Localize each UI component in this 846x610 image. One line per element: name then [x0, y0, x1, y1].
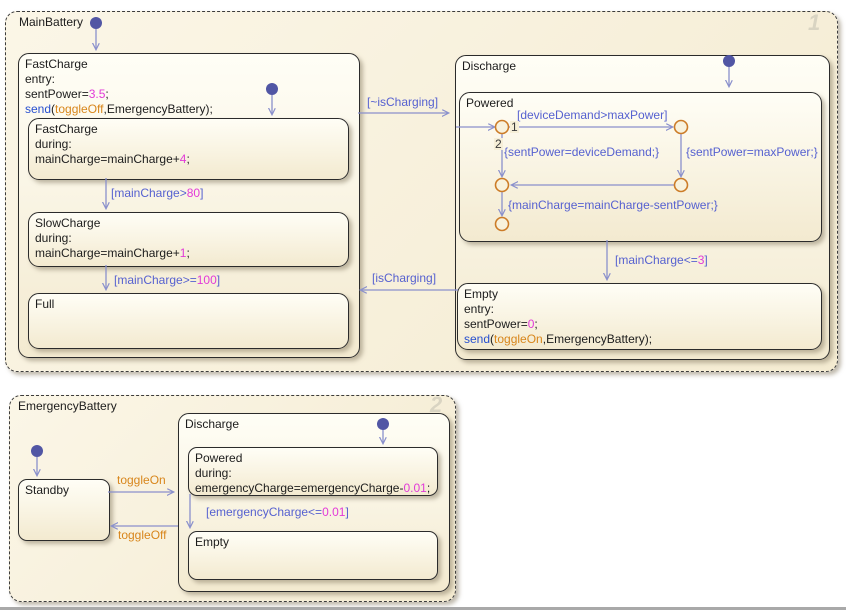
state-fastcharge-sub-actions: during: mainCharge=mainCharge+4; [29, 136, 348, 167]
code-text: ; [105, 87, 109, 101]
code-text: ( [51, 102, 56, 116]
transition-label-maincharge-gt-80[interactable]: [mainCharge>80] [111, 187, 203, 200]
transition-label-sentpower-devicedemand[interactable]: {sentPower=deviceDemand;} [504, 145, 660, 159]
code-text: emergencyCharge=emergencyCharge- [195, 481, 404, 495]
code-text: ; [186, 246, 190, 260]
state-powered-emergency-title: Powered [195, 451, 243, 465]
entry-keyword: entry: [464, 302, 495, 316]
state-empty-emergency-title: Empty [195, 535, 230, 549]
send-keyword: send [25, 102, 52, 116]
state-fastcharge-title: FastCharge [25, 57, 88, 71]
state-fastcharge-actions: entry: sentPower=3.5; send(toggleOff,Eme… [19, 71, 359, 117]
during-keyword: during: [35, 231, 72, 245]
transition-label-maincharge-le-3[interactable]: [mainCharge<=3] [615, 254, 708, 267]
label-number: 0.01 [322, 505, 346, 519]
transition-label-devicedemand[interactable]: [deviceDemand>maxPower] [517, 108, 668, 122]
label-text: [mainCharge> [111, 186, 187, 200]
event-name: toggleOn [494, 332, 543, 346]
code-text: mainCharge=mainCharge+ [35, 152, 180, 166]
code-number: 1 [179, 246, 187, 260]
transition-label-not-ischarging[interactable]: [~isCharging] [367, 95, 439, 109]
state-standby[interactable]: Standby [18, 479, 110, 541]
state-empty-actions: entry: sentPower=0; send(toggleOn,Emerge… [458, 301, 821, 347]
label-text: [mainCharge>= [114, 273, 197, 287]
code-text: ,EmergencyBattery); [542, 332, 653, 346]
state-emergencybattery-order-badge: 2 [430, 392, 443, 417]
label-text: ] [704, 253, 708, 267]
state-powered-title: Powered [466, 96, 514, 110]
transition-label-toggleoff[interactable]: toggleOff [118, 528, 167, 542]
code-text: ( [490, 332, 495, 346]
state-empty[interactable]: Empty entry: sentPower=0; send(toggleOn,… [457, 283, 822, 350]
code-text: ; [426, 481, 431, 495]
state-powered-emergency-actions: during: emergencyCharge=emergencyCharge-… [189, 465, 437, 496]
code-number: 4 [179, 152, 187, 166]
state-powered[interactable]: Powered [459, 92, 822, 242]
code-text: sentPower= [464, 317, 528, 331]
transition-label-maincharge-sentpower[interactable]: {mainCharge=mainCharge-sentPower;} [508, 198, 718, 212]
state-emergencybattery-title: EmergencyBattery [18, 399, 117, 413]
code-text: ; [186, 152, 190, 166]
state-standby-title: Standby [25, 483, 70, 497]
code-text: sentPower= [25, 87, 89, 101]
code-number: 3.5 [88, 87, 106, 101]
state-empty-title: Empty [464, 287, 499, 301]
state-discharge-emergency-title: Discharge [185, 417, 240, 431]
canvas-bottom-edge [0, 607, 846, 610]
state-powered-emergency[interactable]: Powered during: emergencyCharge=emergenc… [188, 447, 438, 496]
transition-label-sentpower-maxpower[interactable]: {sentPower=maxPower;} [686, 145, 818, 159]
label-number: 3 [697, 253, 705, 267]
during-keyword: during: [35, 137, 72, 151]
label-text: ] [345, 505, 349, 519]
state-mainbattery-title: MainBattery [19, 15, 84, 29]
state-full[interactable]: Full [28, 293, 349, 349]
label-text: [mainCharge<= [615, 253, 698, 267]
state-mainbattery-order-badge: 1 [808, 10, 821, 35]
state-empty-emergency[interactable]: Empty [188, 531, 438, 580]
state-slowcharge-actions: during: mainCharge=mainCharge+1; [29, 230, 348, 261]
state-slowcharge[interactable]: SlowCharge during: mainCharge=mainCharge… [28, 212, 349, 267]
code-number: 0.01 [403, 481, 427, 495]
entry-keyword: entry: [25, 72, 56, 86]
state-slowcharge-title: SlowCharge [35, 216, 101, 230]
junction1-order-label: 1 [510, 120, 519, 134]
send-keyword: send [464, 332, 491, 346]
transition-label-emergencycharge[interactable]: [emergencyCharge<=0.01] [206, 506, 349, 519]
code-text: ,EmergencyBattery); [103, 102, 213, 116]
transition-label-ischarging[interactable]: [isCharging] [372, 271, 437, 285]
state-full-title: Full [35, 297, 55, 311]
state-fastcharge-sub-title: FastCharge [35, 122, 98, 136]
label-number: 100 [196, 273, 217, 287]
label-text: [emergencyCharge<= [206, 505, 323, 519]
code-number: 0 [527, 317, 535, 331]
label-number: 80 [186, 186, 201, 200]
junction2-order-label: 2 [494, 137, 503, 151]
code-text: ; [534, 317, 538, 331]
code-text: mainCharge=mainCharge+ [35, 246, 180, 260]
transition-label-toggleon[interactable]: toggleOn [117, 473, 166, 487]
transition-label-maincharge-ge-100[interactable]: [mainCharge>=100] [114, 274, 220, 287]
label-text: ] [200, 186, 204, 200]
label-text: ] [216, 273, 221, 287]
event-name: toggleOff [55, 102, 104, 116]
during-keyword: during: [195, 466, 232, 480]
state-discharge-title: Discharge [462, 59, 517, 73]
state-fastcharge-sub[interactable]: FastCharge during: mainCharge=mainCharge… [28, 118, 349, 180]
